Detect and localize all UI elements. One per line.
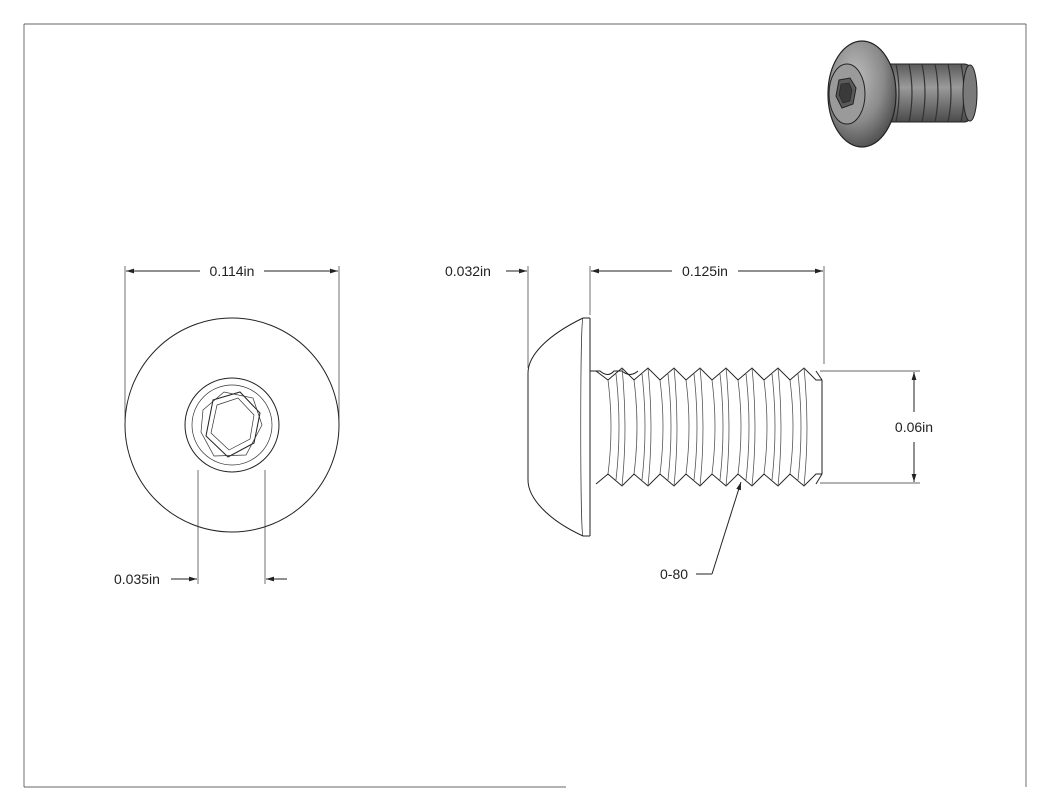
thread-diameter-label: 0.06in: [895, 419, 933, 435]
button-head-socket-screw-render-icon: [827, 40, 978, 148]
iso-render: [827, 40, 978, 148]
dim-hex-socket: 0.035in: [114, 470, 287, 587]
head-diameter-label: 0.114in: [210, 263, 255, 279]
dim-length: 0.125in: [591, 263, 825, 364]
dim-head-height: 0.032in: [445, 263, 591, 368]
sheet-border: [23, 23, 1027, 788]
dim-thread-diameter: 0.06in: [820, 370, 933, 484]
front-view: [124, 317, 340, 533]
thread-callout-label: 0-80: [660, 566, 688, 582]
dim-head-diameter: 0.114in: [124, 263, 340, 420]
thread-callout: 0-80: [660, 481, 742, 582]
thread-flanks: [607, 367, 808, 487]
head-height-label: 0.032in: [445, 263, 491, 279]
thread-crests: [595, 367, 823, 487]
length-label: 0.125in: [682, 263, 728, 279]
hex-socket-label: 0.035in: [114, 571, 160, 587]
side-view: [527, 317, 823, 537]
